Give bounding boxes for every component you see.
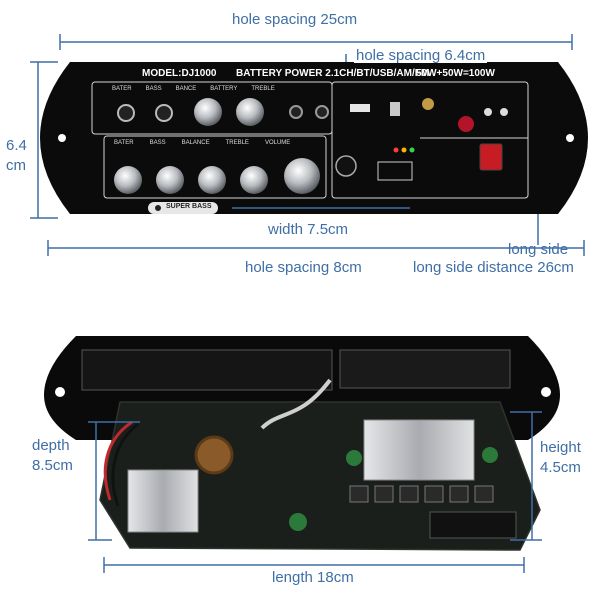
dim-line-depth [88, 421, 140, 541]
knob-top-2 [236, 98, 264, 126]
toroid-coil [194, 435, 234, 475]
label-hole-spacing-bottom: hole spacing 8cm [245, 259, 362, 276]
label-height-title: height [540, 439, 581, 456]
label-hole-spacing-side: hole spacing 6.4cm [354, 47, 488, 64]
label-height-left-value: 6.4 [6, 137, 27, 154]
knob-bottom-4 [240, 166, 268, 194]
knob-label: BATER [114, 140, 134, 146]
knob-label: BASS [149, 140, 166, 146]
knob-label: BASS [145, 86, 162, 92]
label-width: width 7.5cm [268, 221, 349, 238]
label-long-side: long side [508, 241, 569, 258]
knob-labels-bottom: BATER BASS BALANCE TREBLE VOLUME [114, 140, 324, 146]
label-long-side-distance: long side distance 26cm [413, 259, 574, 276]
knob-bottom-3 [198, 166, 226, 194]
dim-line-hole-spacing-25 [59, 34, 573, 50]
knob-label: VOLUME [264, 140, 291, 146]
heatsink-left [127, 469, 199, 533]
knob-bottom-1 [114, 166, 142, 194]
dim-line-hole-spacing-8 [47, 240, 585, 256]
front-panel [40, 62, 588, 214]
knob-label: TREBLE [225, 140, 249, 146]
knob-label: BALANCE [181, 140, 210, 146]
knob-label: TREBLE [251, 86, 275, 92]
knob-label: BATTERY [210, 86, 238, 92]
panel-watts: 50W+50W=100W [416, 68, 495, 79]
knob-volume [284, 158, 320, 194]
label-depth-value: 8.5cm [32, 457, 73, 474]
knob-top-1 [194, 98, 222, 126]
knob-labels-top: BATER BASS BANCE BATTERY TREBLE [112, 86, 312, 92]
label-length: length 18cm [272, 569, 354, 586]
usb-slot [350, 104, 370, 112]
red-terminal [458, 116, 474, 132]
panel-model: MODEL:DJ1000 [142, 68, 217, 79]
knob-bottom-2 [156, 166, 184, 194]
knob-label: BANCE [175, 86, 197, 92]
sd-slot [390, 102, 400, 116]
mount-hole-left [58, 134, 66, 142]
dim-line-length [103, 557, 525, 573]
pcb-assembly [44, 336, 560, 551]
knob-label: BATER [112, 86, 132, 92]
label-height-value: 4.5cm [540, 459, 581, 476]
panel-brand-badge: SUPER BASS [166, 203, 212, 210]
panel-power-text: BATTERY POWER 2.1CH/BT/USB/AM/FM [236, 68, 430, 79]
dim-line-height-4-5 [510, 411, 542, 541]
label-depth-title: depth [32, 437, 70, 454]
dim-line-height-6-4 [30, 61, 58, 219]
label-hole-spacing-top: hole spacing 25cm [232, 11, 358, 28]
mount-hole-right [566, 134, 574, 142]
label-height-left-unit: cm [6, 157, 26, 174]
heatsink-right [363, 419, 475, 481]
power-switch [479, 143, 503, 171]
